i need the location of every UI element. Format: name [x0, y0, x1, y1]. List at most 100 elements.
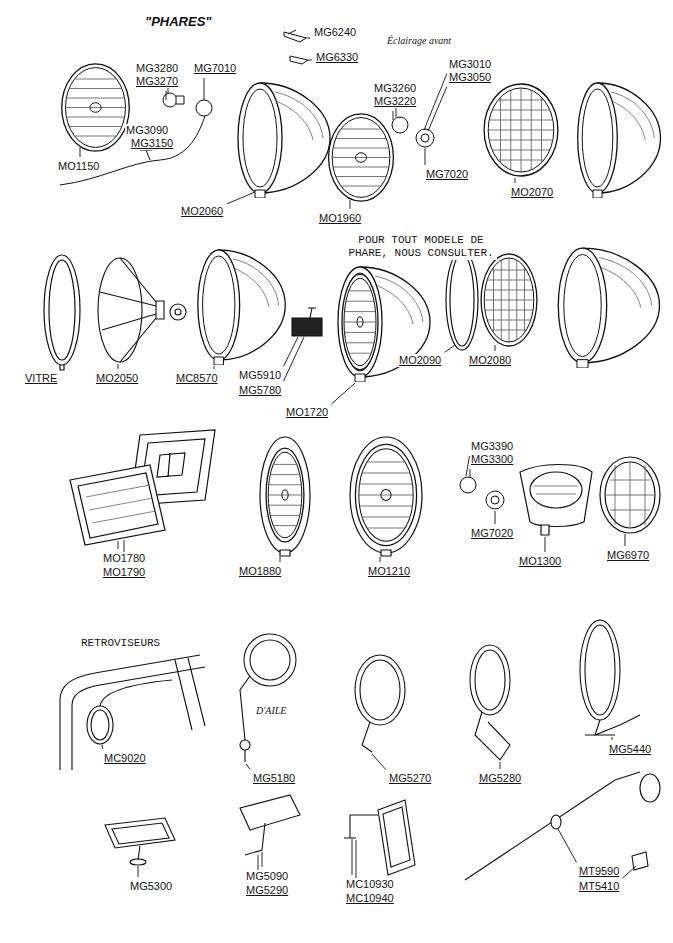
grille-lamp-part [600, 457, 660, 533]
bulb-and-socket-part [460, 477, 476, 493]
leader-line [495, 345, 496, 351]
rectangular-headlamp-part [70, 465, 165, 545]
note-text: RETROVISEURS [80, 637, 161, 650]
part-number: MO1210 [367, 565, 411, 578]
reflector-part [170, 304, 186, 320]
leader-line [280, 557, 281, 562]
leader-line [445, 345, 455, 352]
fog-lamp-part [530, 472, 582, 508]
part-number: MO1300 [518, 555, 562, 568]
leader-line [350, 200, 351, 209]
part-number: MO1720 [285, 406, 329, 419]
leader-line [118, 541, 119, 549]
part-number: MG3050 [448, 71, 492, 84]
part-number: MO1880 [238, 565, 282, 578]
part-number: MO2050 [95, 372, 139, 385]
headlamp-lens [481, 254, 537, 346]
wing-mirror-part [475, 712, 510, 760]
rectangular-headlamp-part [78, 473, 158, 538]
leader-line [214, 366, 215, 369]
grille-lamp-part [606, 463, 654, 527]
leader-line [500, 762, 501, 769]
fog-lamp [520, 465, 592, 536]
part-number: MG5910 [238, 369, 282, 382]
part-number: MG3260 [373, 82, 417, 95]
grille-lamp [600, 457, 660, 533]
part-number: MG6970 [606, 549, 650, 562]
leader-line [102, 745, 104, 749]
glass-side-view-part [44, 255, 80, 365]
wing-mirror-part [362, 722, 372, 752]
note-text: POUR TOUT MODELE DE PHARE, NOUS CONSULTE… [345, 234, 497, 260]
part-number: MO2080 [468, 354, 512, 367]
part-number: MG6240 [313, 26, 357, 39]
wing-mirror [344, 800, 415, 875]
wing-mirror-part [250, 640, 290, 680]
leader-line [425, 148, 426, 165]
leader-line [372, 754, 386, 770]
headlamp-rim-part [450, 254, 474, 346]
wing-mirror-part [580, 620, 620, 720]
mirror-rod-part [600, 772, 640, 790]
interior-mirror [105, 818, 175, 865]
wing-mirror [355, 655, 405, 752]
leader-line [262, 852, 263, 867]
note-text: D'AILE [255, 704, 287, 717]
interior-mirror-part [112, 823, 169, 844]
wing-mirror-part [240, 676, 250, 762]
part-number: MG3010 [448, 58, 492, 71]
reflector [98, 258, 186, 362]
bulb-and-wiring-part [60, 116, 205, 185]
part-number: MG3300 [470, 453, 514, 466]
leader-line [393, 111, 394, 120]
leader-line [227, 192, 255, 204]
mirror-rod [465, 772, 660, 880]
fog-lamp-part [520, 465, 592, 527]
interior-mirror-part [175, 658, 205, 730]
mirror-rod-part [551, 815, 561, 829]
glass-side-view [44, 255, 80, 370]
leader-line [204, 78, 205, 100]
leader-line [331, 383, 355, 404]
bulb-and-wiring-part [176, 96, 184, 104]
part-number: MO2070 [510, 186, 554, 199]
clip-parts [284, 30, 308, 64]
part-number: MG3220 [373, 95, 417, 108]
leader-line [138, 866, 139, 877]
part-number: MG5290 [245, 884, 289, 897]
mirror-rod-part [640, 774, 660, 802]
part-number: MC10930 [345, 878, 395, 891]
round-lamp-part [350, 437, 422, 553]
interior-mirror-part [100, 680, 172, 706]
headlamp-shell [238, 83, 330, 198]
relay-box [292, 308, 322, 336]
headlamp-lens [266, 448, 304, 542]
wing-mirror [240, 634, 296, 762]
glass-side-view-part [60, 365, 64, 370]
leader-line [284, 337, 298, 366]
interior-mirror-part [60, 655, 200, 770]
part-number: MG5300 [129, 880, 173, 893]
part-number: MG5440 [608, 743, 652, 756]
headlamp-lens [355, 444, 416, 545]
part-number: MG5090 [245, 870, 289, 883]
headlamp-rim-part [446, 250, 478, 350]
leader-line [545, 537, 546, 552]
part-number: MO2060 [180, 205, 224, 218]
headlamp-lens [329, 114, 394, 201]
part-number: MG3390 [470, 440, 514, 453]
leader-line [118, 364, 119, 369]
part-number: MG5270 [388, 772, 432, 785]
wing-mirror-part [378, 800, 415, 875]
bulb-and-socket-part [491, 496, 499, 504]
part-number: MG5780 [238, 384, 282, 397]
round-lamp [350, 437, 422, 556]
relay-box-part [292, 318, 322, 336]
headlamp-lens [484, 84, 558, 176]
headlamp-lens [62, 64, 130, 151]
fog-lamp-part [534, 486, 578, 494]
part-number: MT9590 [578, 865, 620, 878]
leader-line [623, 866, 636, 878]
